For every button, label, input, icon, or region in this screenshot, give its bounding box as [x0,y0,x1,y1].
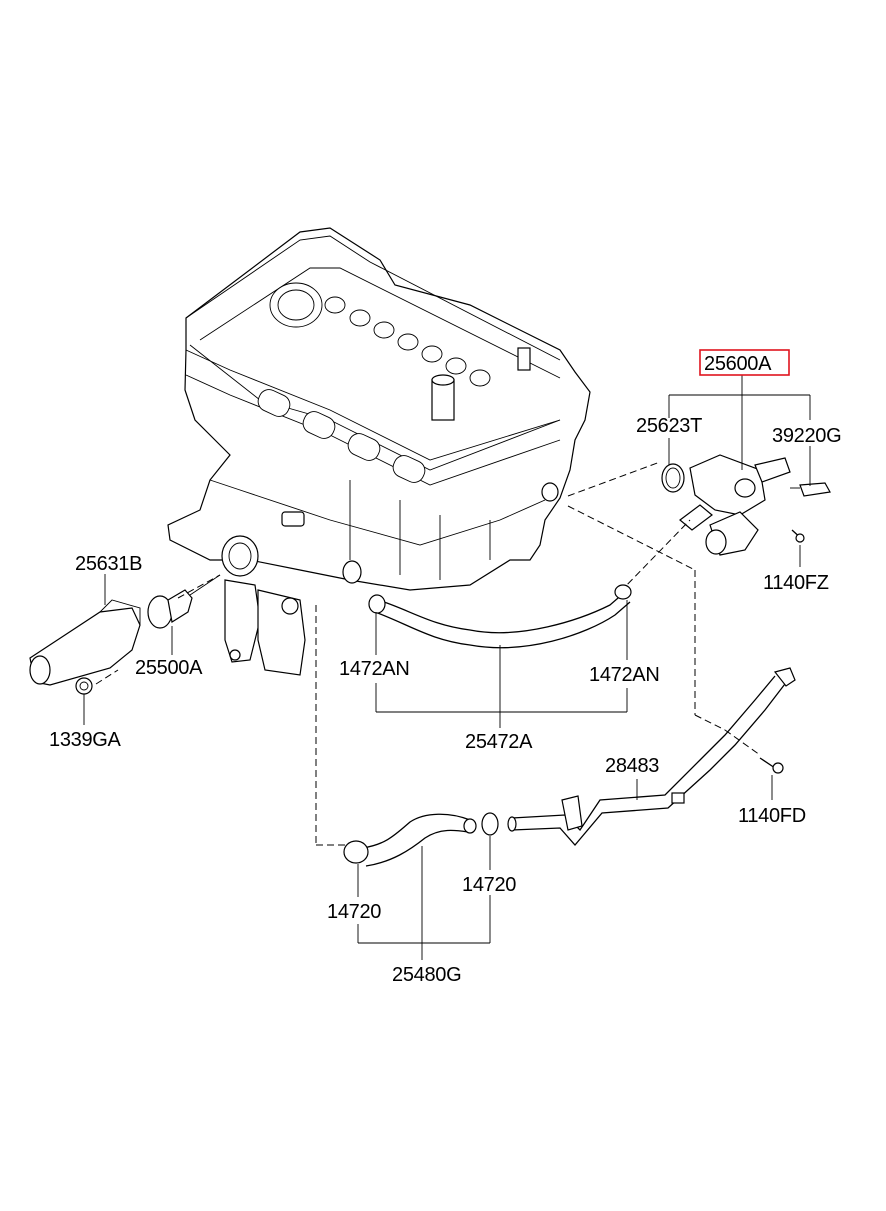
label-28483[interactable]: 28483 [605,755,660,777]
pipe-28483-drawing [507,667,796,846]
label-1140FD[interactable]: 1140FD [738,805,806,827]
label-39220G[interactable]: 39220G [772,425,842,447]
thermostat-housing-drawing [29,574,221,695]
label-25600A[interactable]: 25600A [704,353,772,375]
label-25500A[interactable]: 25500A [135,657,203,679]
hose-25472A-drawing [368,584,632,649]
engine-block-drawing [167,227,591,676]
highlight-box-25600A [699,349,790,376]
label-25623T[interactable]: 25623T [636,415,702,437]
label-25631B[interactable]: 25631B [75,553,142,575]
label-14720-left[interactable]: 14720 [327,901,382,923]
leader-lines [83,375,811,960]
label-1339GA[interactable]: 1339GA [49,729,122,751]
label-25472A[interactable]: 25472A [465,731,533,753]
label-25480G[interactable]: 25480G [392,964,462,986]
label-1140FZ[interactable]: 1140FZ [763,572,829,594]
label-1472AN-right[interactable]: 1472AN [589,664,660,686]
label-1472AN-left[interactable]: 1472AN [339,658,410,680]
label-14720-right[interactable]: 14720 [462,874,517,896]
water-outlet-drawing [567,454,831,731]
hose-25480G-drawing [343,812,499,867]
